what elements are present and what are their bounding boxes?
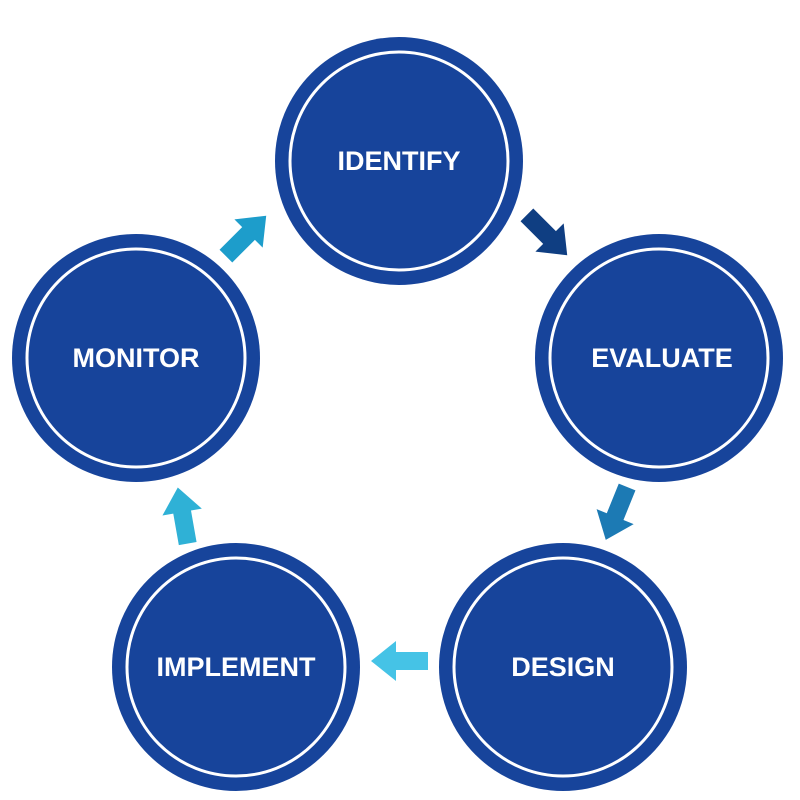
stage-evaluate-circle	[535, 234, 783, 482]
stage-implement-circle	[112, 543, 360, 791]
arrow-implement-to-monitor	[162, 487, 202, 546]
arrow-evaluate-to-design	[596, 483, 636, 540]
stage-design-circle	[439, 543, 687, 791]
stage-identify-label: IDENTIFY	[337, 146, 460, 176]
stage-design-label: DESIGN	[511, 652, 615, 682]
stage-evaluate-ring	[548, 247, 770, 469]
arrow-monitor-to-identify	[219, 215, 267, 263]
stage-implement-label: IMPLEMENT	[157, 652, 317, 682]
stage-monitor-circle	[12, 234, 260, 482]
stage-design: DESIGN	[439, 543, 687, 791]
stage-identify-circle	[275, 37, 523, 285]
arrow-design-to-implement	[371, 641, 428, 681]
stage-evaluate-label: EVALUATE	[591, 343, 733, 373]
stage-design-ring	[452, 556, 674, 778]
stage-implement-ring	[125, 556, 347, 778]
stage-monitor: MONITOR	[12, 234, 260, 482]
stage-implement: IMPLEMENT	[112, 543, 360, 791]
arrow-identify-to-evaluate	[520, 208, 568, 256]
stage-monitor-ring	[25, 247, 247, 469]
stage-identify-ring	[288, 50, 510, 272]
stage-identify: IDENTIFY	[275, 37, 523, 285]
stage-evaluate: EVALUATE	[535, 234, 783, 482]
stage-monitor-label: MONITOR	[73, 343, 200, 373]
